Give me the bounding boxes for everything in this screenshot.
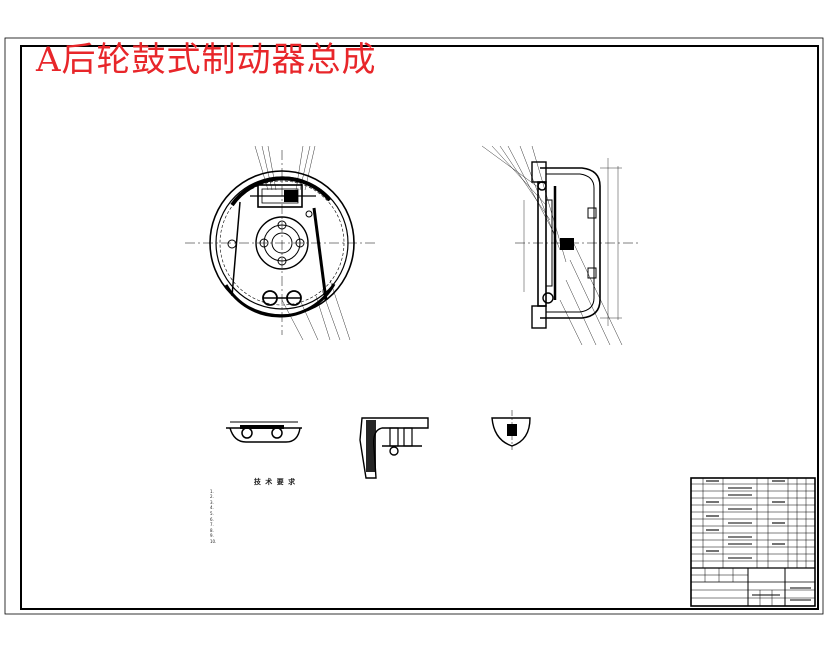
title-block (690, 477, 816, 607)
note-item: 2. (210, 494, 214, 500)
paper-trim-border (4, 37, 824, 615)
detail-view-a (226, 421, 302, 443)
technical-requirements: 技 术 要 求 1. 2. 3. 4. 5. 6. 7. 8. 9. 10. (210, 478, 340, 545)
note-item: 8. (210, 527, 214, 533)
note-item: 4. (210, 505, 214, 511)
note-item: 5. (210, 510, 214, 516)
front-view-leaders (254, 145, 351, 341)
drawing-title: A后轮鼓式制动器总成 (36, 40, 377, 80)
note-item: 6. (210, 516, 214, 522)
note-item: 10. (210, 538, 217, 544)
detail-view-b (359, 417, 429, 479)
note-item: 1. (210, 488, 214, 494)
side-view-leaders (481, 145, 623, 346)
side-section-view (515, 158, 640, 329)
note-item: 7. (210, 522, 214, 528)
detail-view-c (491, 410, 531, 450)
title-block-scribbles (706, 480, 811, 601)
technical-requirements-heading: 技 术 要 求 (253, 478, 297, 486)
drawing-frame (20, 45, 819, 610)
note-item: 3. (210, 499, 214, 505)
front-view-drum (185, 150, 375, 335)
note-item: 9. (210, 533, 214, 539)
